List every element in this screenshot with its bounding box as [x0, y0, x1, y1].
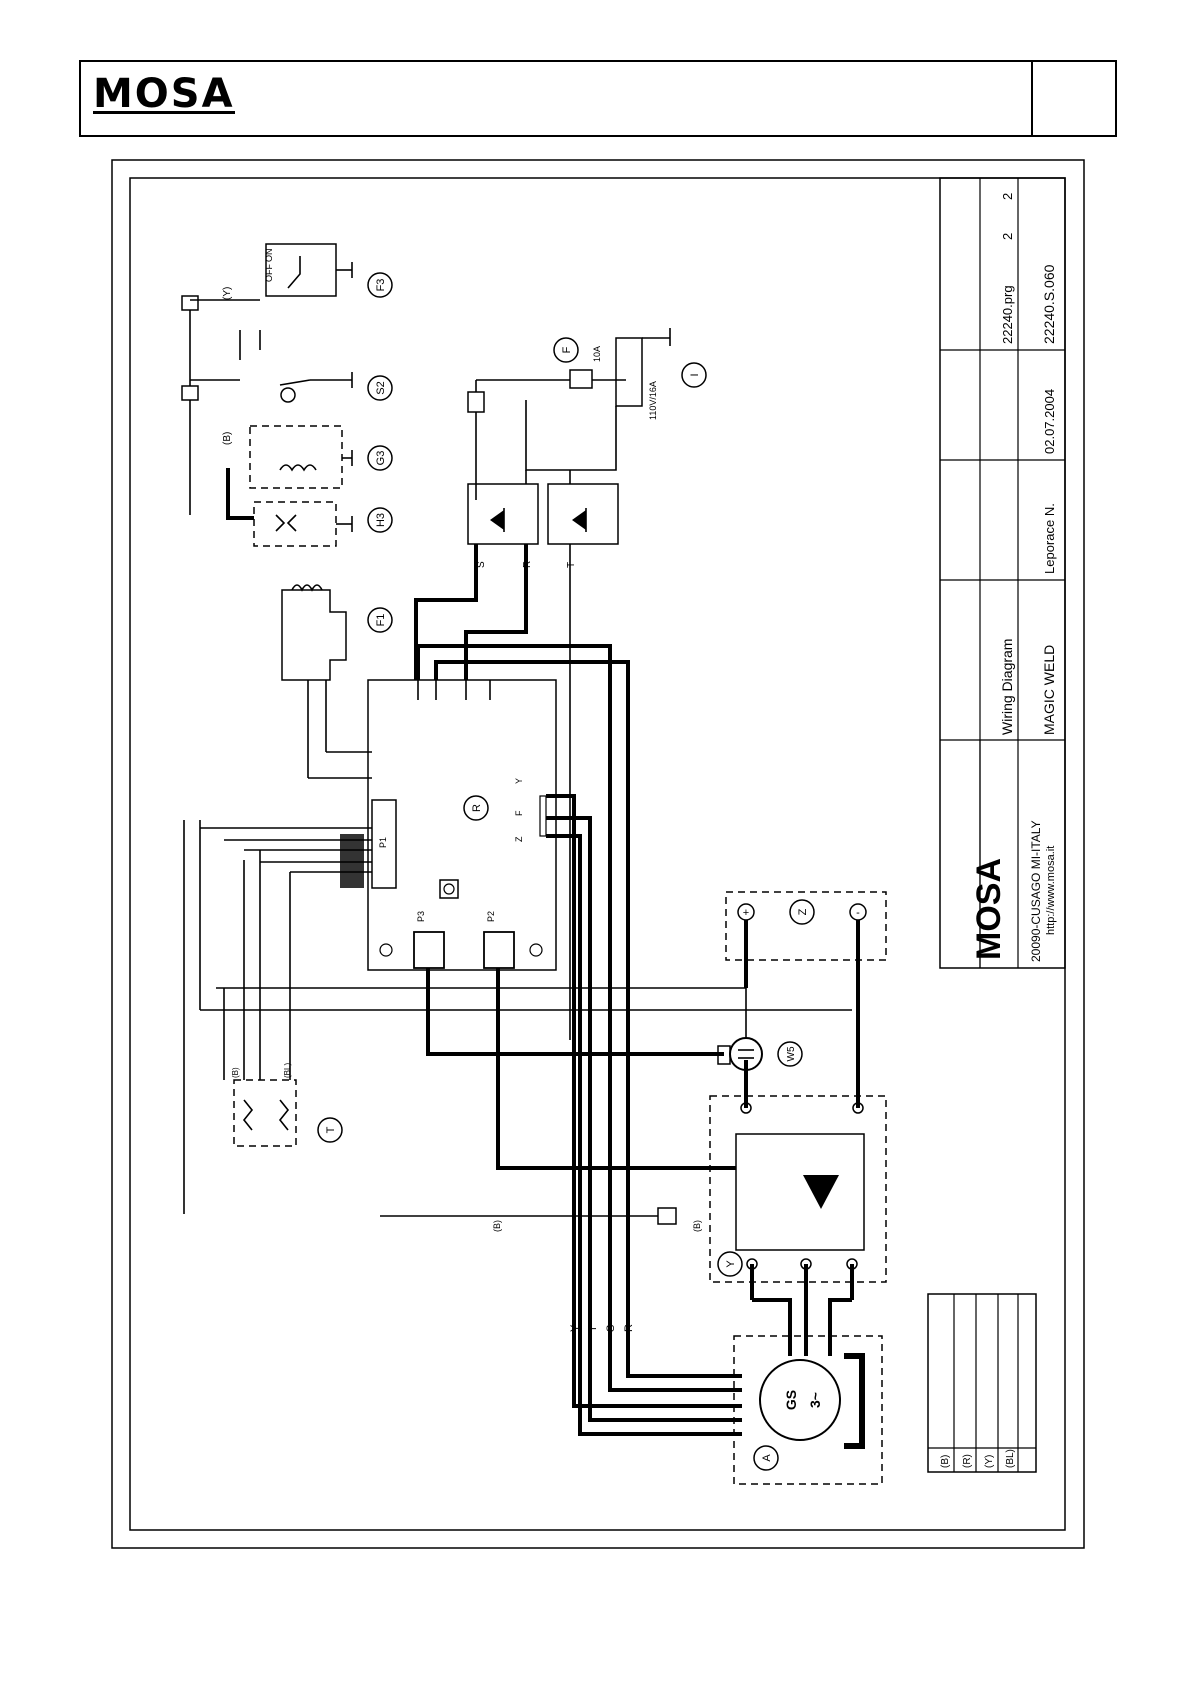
legend-r: (R): [962, 1454, 973, 1468]
switch-on-label: ON: [264, 249, 274, 263]
p1-label: P1: [378, 837, 388, 848]
reg-pin-f: F: [514, 810, 524, 816]
t-wire-bl: (BL): [283, 1063, 292, 1078]
label-f3: F3: [375, 279, 387, 292]
p3-label: P3: [416, 911, 426, 922]
wire-color-b-mid: (B): [492, 1220, 502, 1232]
label-i: I: [689, 373, 701, 376]
wire-s-label: S: [476, 561, 487, 568]
label-w5: W5: [786, 1046, 797, 1061]
legend-bl: (BL): [1005, 1449, 1016, 1468]
f3-switch-box: [265, 243, 337, 297]
reg-pin-z: Z: [514, 836, 524, 842]
legend-b: (B): [940, 1455, 951, 1468]
wire-t-label-2: T: [587, 1325, 599, 1332]
regulator-board: R P1 P3 P2 Y F Z: [340, 679, 557, 971]
g3-box: [249, 425, 343, 489]
top-labels: F3 S2 G3 H3 F1: [367, 272, 393, 633]
page-header: MOSA: [79, 60, 1117, 137]
label-s2: S2: [375, 381, 387, 394]
title-block-web: http://www.mosa.it: [1045, 846, 1057, 935]
f1-component: [281, 584, 372, 779]
top-circuit: OFF ON (Y) (B): [181, 243, 353, 547]
title-block-logo: MOSA: [970, 858, 1008, 960]
title-block-page: 2: [1000, 233, 1015, 240]
wire-t-label: T: [566, 562, 577, 568]
wire-s-label-2: S: [605, 1325, 617, 1332]
fuse-rating: 10A: [592, 346, 602, 362]
generator-phase: 3~: [807, 1392, 823, 1408]
charger-circuit: 10A F 110V/16A I S R T: [414, 328, 707, 1040]
title-block-pages: 2: [1000, 193, 1015, 200]
title-block-description: Wiring Diagram: [999, 639, 1015, 735]
z-output: + - Z: [725, 891, 887, 1010]
generator-label: GS: [783, 1390, 799, 1410]
t-component: (B) (BL) T: [231, 1063, 343, 1147]
z-plus: +: [743, 907, 749, 919]
t-wire-b: (B): [231, 1067, 240, 1078]
p2-connector: [483, 931, 515, 969]
label-y: Y: [725, 1260, 737, 1268]
header-divider: [1031, 62, 1033, 135]
reg-pin-y: Y: [514, 778, 524, 784]
wire-r-label: R: [522, 561, 533, 568]
socket-symbol: [615, 337, 643, 407]
mosa-logo: MOSA: [93, 71, 235, 117]
w5-component: W5: [717, 988, 803, 1071]
title-block: MOSA 20090-CUSAGO MI-ITALY http://www.mo…: [939, 177, 1066, 969]
title-block-date: 02.07.2004: [1042, 389, 1057, 454]
wire-y-label: Y: [569, 1324, 581, 1332]
title-block-company: 20090-CUSAGO MI-ITALY: [1029, 820, 1043, 962]
z-minus: -: [856, 907, 860, 919]
y-rectifier: Y (B): [692, 1010, 887, 1356]
label-f1: F1: [375, 614, 387, 627]
wire-r-label-2: R: [623, 1324, 635, 1332]
label-g3: G3: [375, 451, 387, 466]
label-f: F: [561, 346, 573, 353]
label-z: Z: [797, 908, 809, 915]
title-block-drawn: Leporace N.: [1042, 503, 1057, 574]
label-t: T: [325, 1126, 337, 1133]
label-a: A: [761, 1454, 773, 1462]
drawing-frame: [111, 159, 1085, 1549]
y-wire-b: (B): [692, 1220, 702, 1232]
p2-label: P2: [486, 911, 496, 922]
main-wiring: (B) Y T S R: [183, 644, 852, 1436]
p3-connector: [413, 931, 445, 969]
charger-rectifier-1: [467, 483, 539, 545]
h3-box: [253, 501, 337, 547]
color-legend: (B) (R) (Y) (BL): [927, 1293, 1037, 1473]
title-block-drawing-no: 22240.S.060: [1041, 264, 1057, 344]
wire-color-b-top: (B): [222, 432, 233, 445]
socket-rating: 110V/16A: [648, 381, 658, 420]
wire-color-y-top: (Y): [222, 287, 233, 300]
a-generator: GS 3~ A: [733, 1335, 883, 1485]
legend-y: (Y): [984, 1455, 995, 1468]
label-h3: H3: [375, 513, 387, 527]
charger-rectifier-2: [547, 483, 619, 545]
title-block-machine: MAGIC WELD: [1041, 645, 1057, 735]
switch-off-label: OFF: [264, 264, 274, 282]
label-r: R: [471, 804, 483, 812]
title-block-project: 22240.prg: [1000, 285, 1015, 344]
